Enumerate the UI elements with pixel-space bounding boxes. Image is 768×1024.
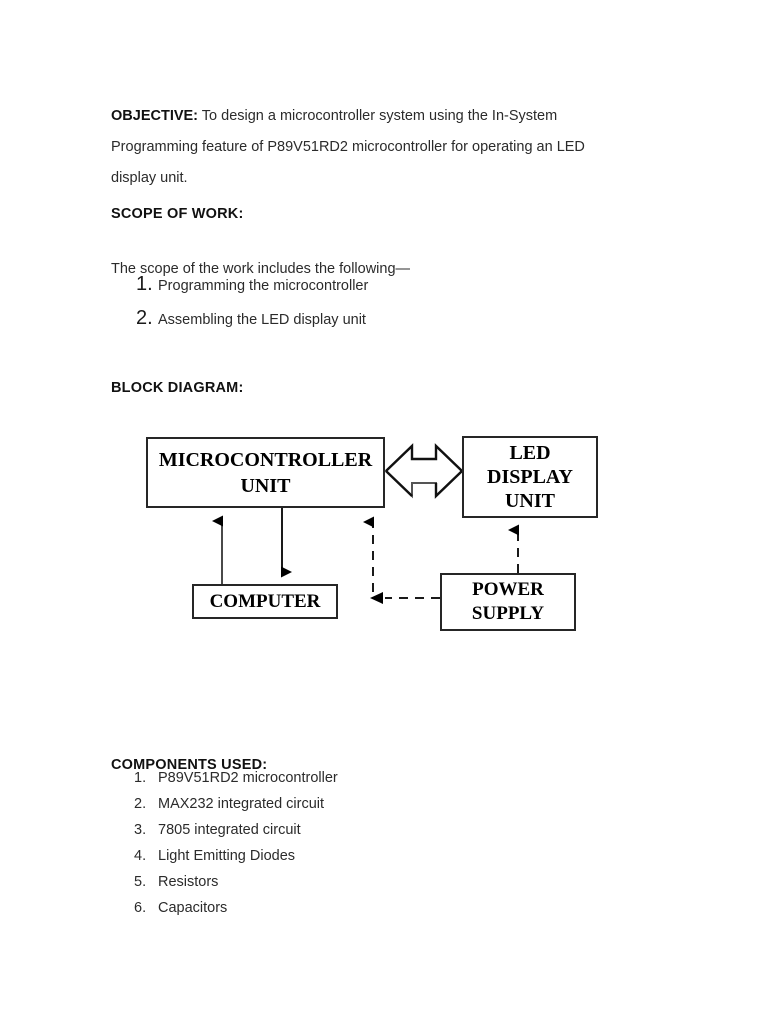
list-item-text: P89V51RD2 microcontroller bbox=[158, 770, 338, 786]
components-list: 1. P89V51RD2 microcontroller 2. MAX232 i… bbox=[134, 770, 338, 926]
diagram-node-power-supply[interactable]: POWER SUPPLY bbox=[440, 573, 576, 631]
scope-of-work-heading: SCOPE OF WORK: bbox=[111, 206, 244, 223]
list-item: 5. Resistors bbox=[134, 874, 338, 900]
list-item-text: Assembling the LED display unit bbox=[158, 312, 366, 328]
list-item-text: Capacitors bbox=[158, 900, 228, 916]
block-diagram-heading: BLOCK DIAGRAM: bbox=[111, 380, 244, 397]
list-item-text: Resistors bbox=[158, 874, 219, 890]
objective-label: OBJECTIVE: bbox=[111, 107, 199, 124]
scope-intro-line: The scope of the work includes the follo… bbox=[111, 260, 411, 277]
list-item: 1. Programming the microcontroller bbox=[136, 273, 368, 307]
diagram-node-led-display-unit[interactable]: LED DISPLAY UNIT bbox=[462, 436, 598, 518]
list-item-text: MAX232 integrated circuit bbox=[158, 796, 325, 812]
list-item: 2. Assembling the LED display unit bbox=[136, 307, 368, 341]
list-item: 3. 7805 integrated circuit bbox=[134, 822, 338, 848]
list-item: 4. Light Emitting Diodes bbox=[134, 848, 338, 874]
scope-list: 1. Programming the microcontroller 2. As… bbox=[136, 273, 368, 341]
list-marker: 2. bbox=[136, 307, 153, 329]
connector-power-to-mcu bbox=[363, 516, 440, 604]
list-item-text: Programming the microcontroller bbox=[158, 278, 369, 294]
objective-paragraph: OBJECTIVE: To design a microcontroller s… bbox=[111, 101, 621, 194]
list-item: 6. Capacitors bbox=[134, 900, 338, 926]
list-marker: 4. bbox=[134, 848, 147, 864]
list-marker: 3. bbox=[134, 822, 147, 838]
list-item: 2. MAX232 integrated circuit bbox=[134, 796, 338, 822]
list-marker: 5. bbox=[134, 874, 147, 890]
list-marker: 2. bbox=[134, 796, 147, 812]
list-marker: 1. bbox=[134, 770, 147, 786]
list-marker: 1. bbox=[136, 273, 153, 295]
list-item-text: Light Emitting Diodes bbox=[158, 848, 296, 864]
objective-text: To design a microcontroller system using… bbox=[111, 107, 585, 186]
diagram-node-microcontroller-unit[interactable]: MICROCONTROLLER UNIT bbox=[146, 437, 385, 508]
list-item-text: 7805 integrated circuit bbox=[158, 822, 301, 838]
list-marker: 6. bbox=[134, 900, 147, 916]
diagram-node-computer[interactable]: COMPUTER bbox=[192, 584, 338, 619]
components-used-heading: COMPONENTS USED: bbox=[111, 757, 268, 774]
connector-mcu-led-double-arrow bbox=[384, 443, 464, 499]
list-item: 1. P89V51RD2 microcontroller bbox=[134, 770, 338, 796]
